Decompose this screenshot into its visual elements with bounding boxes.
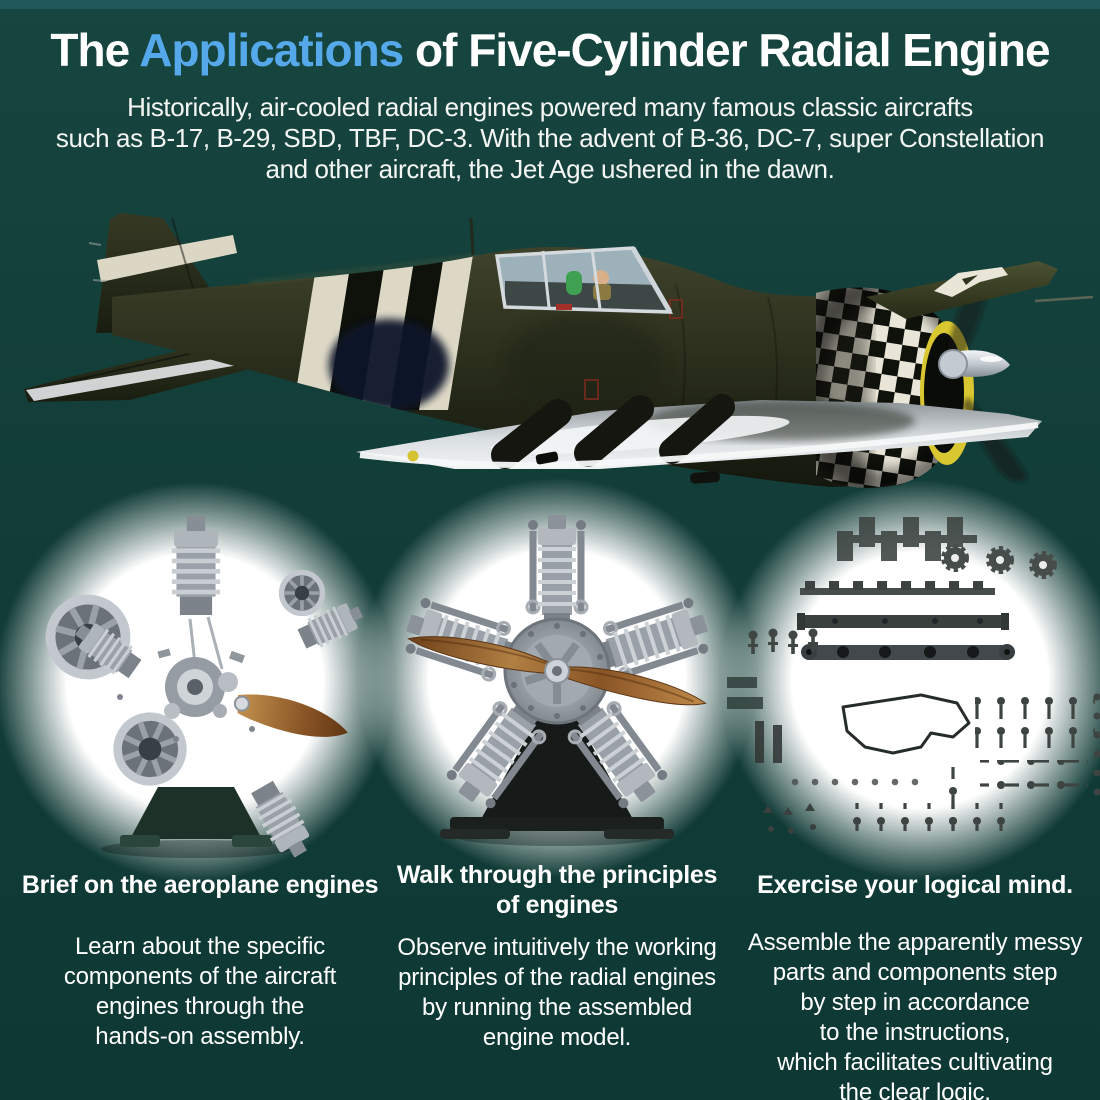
gasket-part — [841, 693, 971, 755]
wheel-part — [109, 708, 192, 791]
pitot-antenna — [1034, 295, 1094, 303]
feature-heading: Exercise your logical mind. — [757, 871, 1073, 899]
exhaust-stub — [535, 451, 559, 465]
assembled-engine-image — [362, 483, 752, 846]
radial-cylinders — [399, 515, 714, 815]
title-highlight: Applications — [139, 24, 404, 76]
wing-stripe — [574, 395, 654, 467]
wing-stripe — [659, 394, 735, 464]
wooden-propeller — [407, 636, 707, 706]
gear-parts — [941, 544, 1057, 579]
tiny-bracket-parts — [763, 803, 816, 834]
propeller-blade-part — [233, 694, 348, 737]
feature-heading: Brief on the aeroplane engines — [21, 871, 379, 899]
near-wing — [356, 394, 1042, 484]
cylinder-part — [171, 516, 221, 615]
feature-logical-mind: Exercise your logical mind. Assemble the… — [735, 870, 1095, 1100]
feature-brief-engines: Brief on the aeroplane engines Learn abo… — [15, 870, 385, 1052]
far-wing — [866, 261, 1094, 319]
antenna-mast — [469, 217, 475, 256]
invasion-stripes — [293, 255, 778, 436]
title-pre: The — [50, 24, 140, 76]
rocker-rail-part — [800, 581, 995, 595]
checkered-cowling — [816, 287, 974, 488]
canopy — [469, 217, 674, 314]
engine-parts-layout-image — [727, 517, 1100, 834]
feature-body: Learn about the specific components of t… — [63, 933, 337, 1050]
red-sill-marking — [556, 304, 572, 310]
feature-engine-principles: Walk through the principles of engines O… — [372, 860, 742, 1053]
manifold-part — [801, 644, 1015, 660]
crankshaft-part — [837, 517, 977, 561]
propeller-spinner — [938, 349, 1010, 379]
red-panel-marking — [584, 379, 599, 400]
title-post: of Five-Cylinder Radial Engine — [403, 24, 1051, 76]
small-pin-parts — [727, 628, 818, 763]
exploded-engine-image — [0, 516, 368, 864]
page-title: The Applications of Five-Cylinder Radial… — [0, 22, 1100, 78]
screw-grid — [785, 690, 1100, 831]
insignia-blob — [329, 319, 449, 411]
valve-rail-part — [797, 613, 1009, 630]
engine-a-frame-stand — [440, 683, 674, 839]
wing-yellow-light — [407, 450, 419, 462]
wing-stripe — [491, 399, 572, 469]
feature-heading: Walk through the principles of engines — [396, 861, 718, 919]
feature-body: Assemble the apparently messy parts and … — [747, 929, 1083, 1100]
p47-thunderbolt-photo — [24, 213, 1094, 488]
subtitle: Historically, air-cooled radial engines … — [55, 92, 1045, 184]
tail-white-band — [97, 235, 237, 282]
far-wing-white-marking — [934, 267, 1008, 297]
display-stand — [130, 787, 262, 839]
feature-body: Observe intuitively the working principl… — [397, 934, 717, 1051]
top-strip — [0, 0, 1100, 9]
pilot-gear — [566, 271, 582, 295]
